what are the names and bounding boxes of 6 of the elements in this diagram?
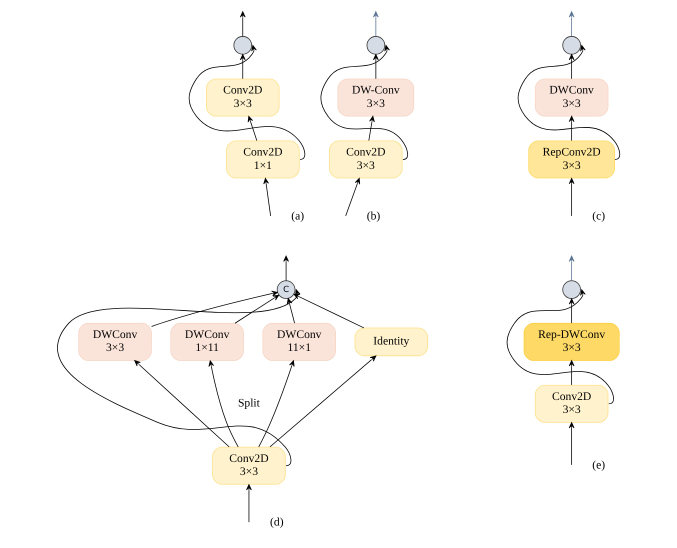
label: (e) [592,458,606,472]
label: (b) [366,209,380,222]
label: (c) [592,209,606,222]
label: (d) [270,516,284,529]
label: (a) [291,209,304,222]
label: Split [238,396,260,410]
